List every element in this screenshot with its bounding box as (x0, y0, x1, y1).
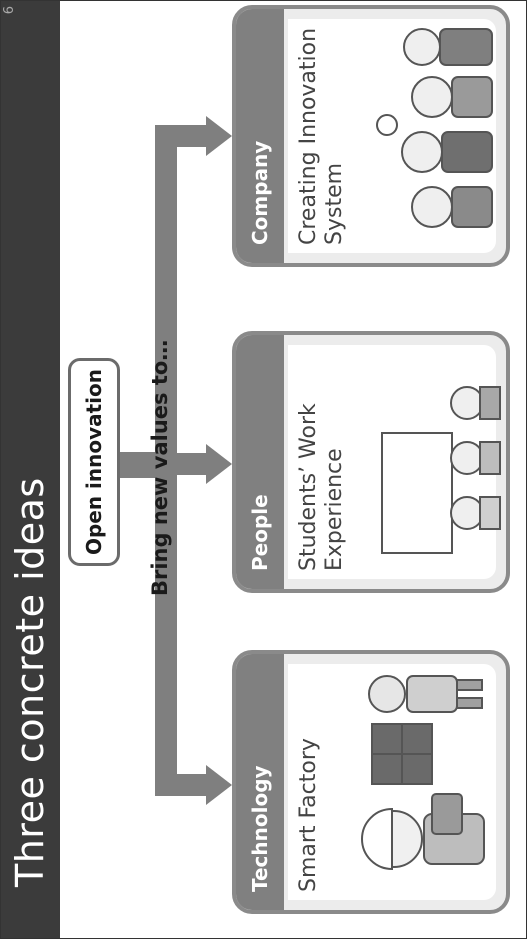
arrowhead-people (206, 444, 232, 484)
card-body-company: Creating Innovation System (288, 19, 496, 253)
arrowhead-technology (206, 765, 232, 805)
connector-stem (120, 452, 158, 478)
card-body-technology: Smart Factory (288, 664, 496, 900)
branch-technology (155, 774, 215, 796)
card-company: Company Creating Innovation System (232, 5, 510, 267)
factory-workers-illustration (361, 675, 485, 871)
card-people: People Students’ Work Experience (232, 331, 510, 593)
card-body-people: Students’ Work Experience (288, 345, 501, 579)
arrowhead-company (206, 116, 232, 156)
business-team-illustration (376, 28, 493, 228)
branch-people (155, 453, 215, 475)
students-illustration (381, 386, 501, 554)
card-technology: Technology Smart Factory (232, 650, 510, 914)
branch-company (155, 125, 215, 147)
